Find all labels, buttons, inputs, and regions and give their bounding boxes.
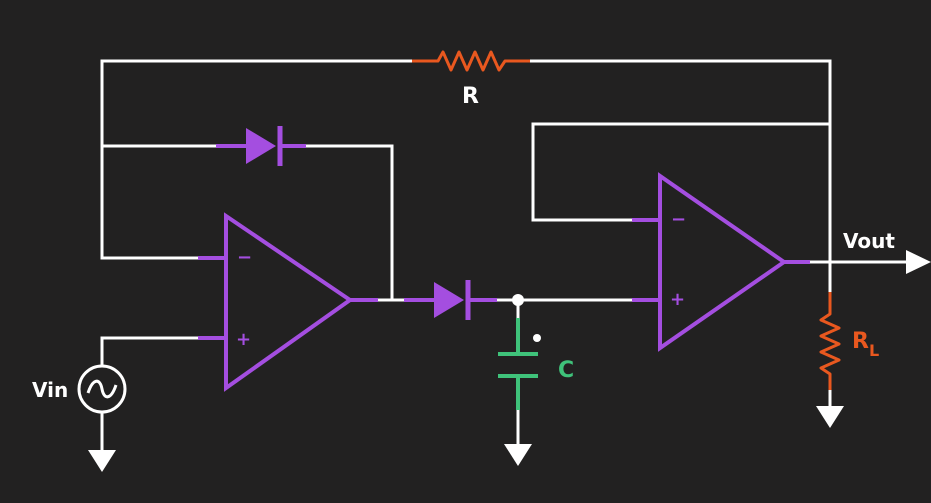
- resistor-rl-icon: [819, 292, 841, 390]
- opamp-1: [198, 212, 378, 392]
- ground-arrow-vin: [88, 450, 116, 472]
- wire-vin: [100, 336, 198, 366]
- ground-arrow-cap: [504, 444, 532, 466]
- opamp-2-minus: −: [671, 209, 686, 230]
- resistor-rl-label-main: R: [852, 329, 869, 354]
- resistor-rl-label-sub: L: [869, 341, 879, 360]
- opamp-1-minus: −: [237, 247, 252, 268]
- cap-polarity-dot: [533, 334, 541, 342]
- ground-arrow-rl: [816, 406, 844, 428]
- opamp-2: [632, 172, 810, 352]
- resistor-rl-label: RL: [852, 329, 879, 360]
- diode-1-icon: [216, 126, 306, 166]
- vout-label: Vout: [843, 229, 895, 253]
- capacitor-c-icon: [498, 318, 538, 410]
- opamp-2-plus: +: [670, 289, 685, 310]
- junction-dot: [512, 294, 524, 306]
- vin-label: Vin: [32, 378, 68, 402]
- opamp-1-plus: +: [236, 329, 251, 350]
- wire-diode1-right: [306, 144, 394, 300]
- vout-arrow: [906, 250, 931, 274]
- resistor-r-icon: [412, 50, 530, 72]
- diode-2-icon: [404, 280, 497, 320]
- ac-source-icon: [77, 364, 127, 414]
- wire-top-left: [100, 59, 412, 260]
- resistor-r-label: R: [462, 84, 479, 109]
- wires: [100, 59, 912, 450]
- wire-opamp2-feedback: [531, 122, 830, 222]
- capacitor-c-label: C: [558, 358, 574, 383]
- wire-top-right: [530, 59, 832, 300]
